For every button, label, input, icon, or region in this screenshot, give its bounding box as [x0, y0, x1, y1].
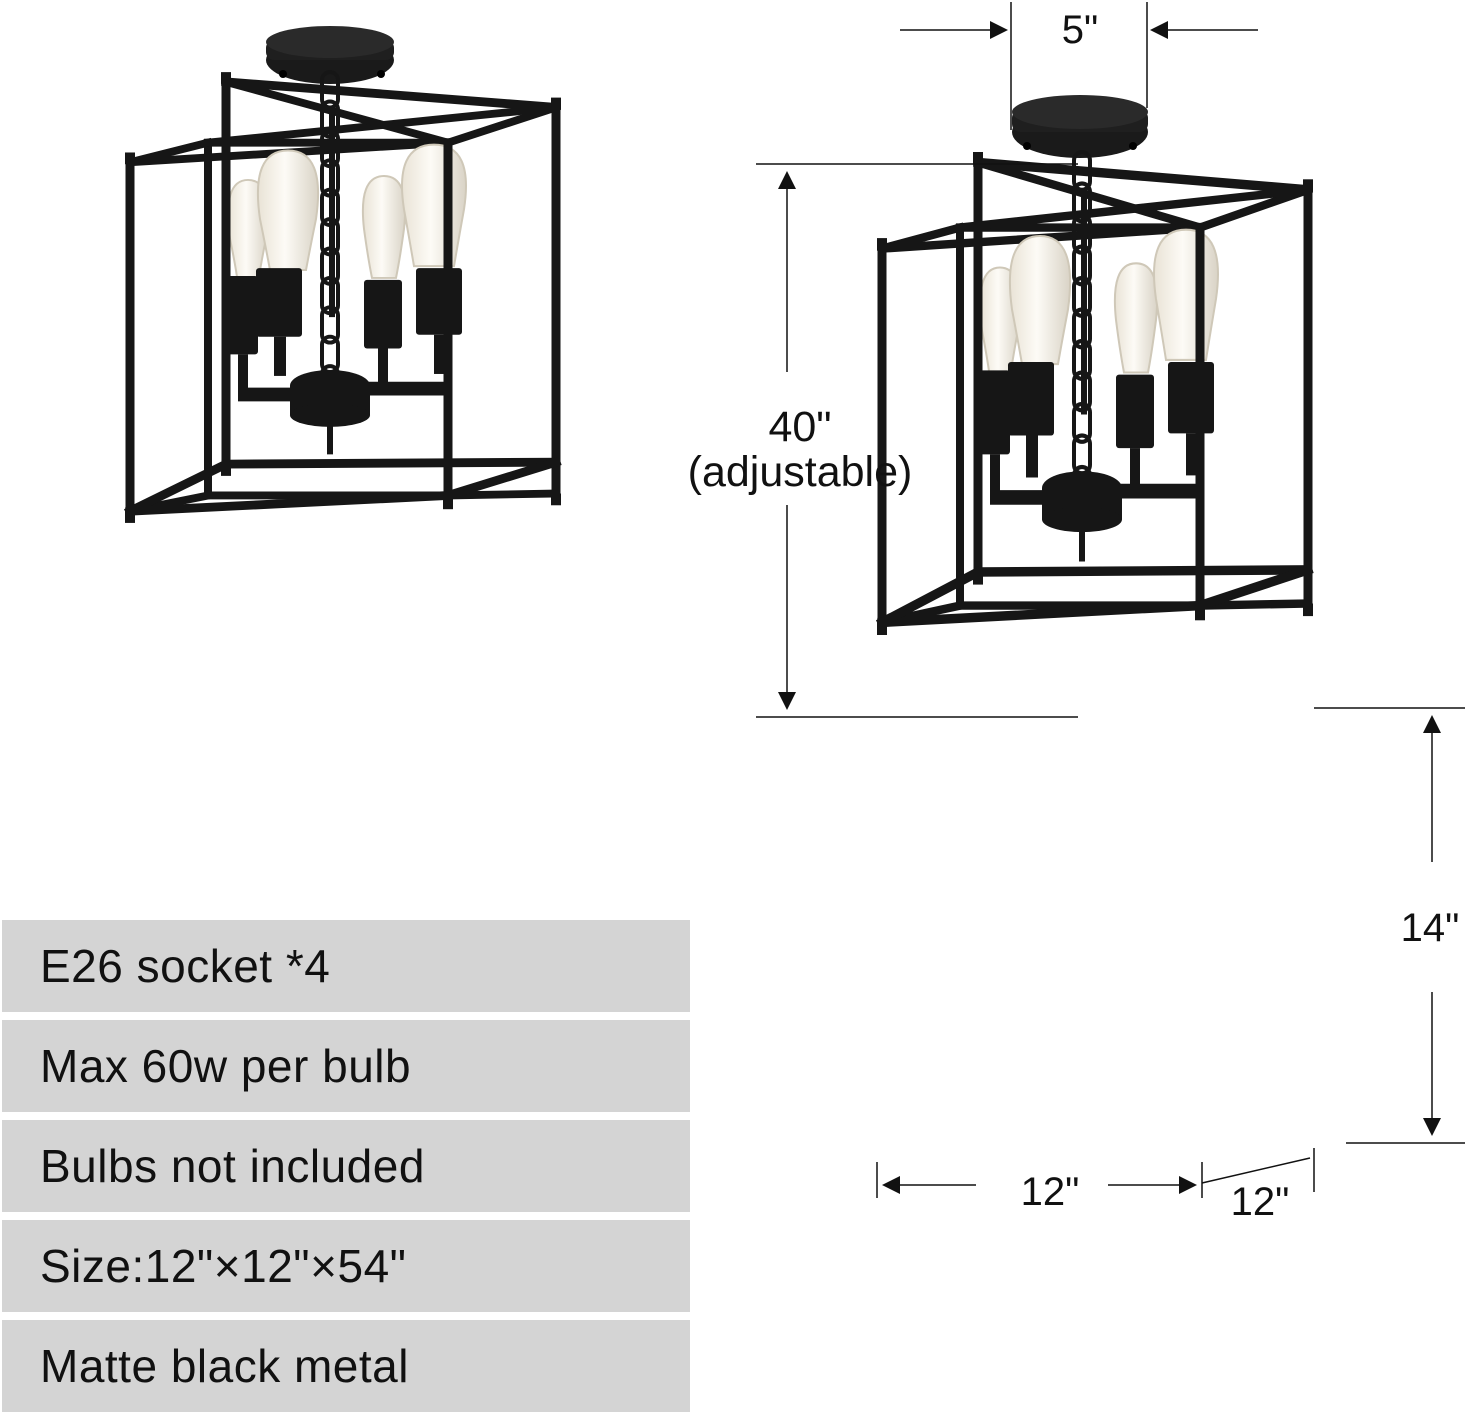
drop-length-value: 40"	[768, 403, 832, 451]
cage-height-label: 14"	[1400, 906, 1460, 950]
spec-bulbs: Bulbs not included	[2, 1120, 690, 1212]
cage-width-label: 12"	[1020, 1170, 1080, 1214]
pendant-light-front-view	[125, 26, 561, 523]
drop-length-label: 40" (adjustable)	[640, 403, 960, 497]
dimension-lines	[756, 2, 1465, 1198]
spec-material: Matte black metal	[2, 1320, 690, 1412]
spec-wattage: Max 60w per bulb	[2, 1020, 690, 1112]
pendant-light-dimension-view	[877, 95, 1313, 635]
spec-sockets: E26 socket *4	[2, 920, 690, 1012]
canopy-width-label: 5"	[1061, 8, 1099, 52]
drop-length-note: (adjustable)	[687, 448, 913, 497]
spec-size: Size:12"×12"×54"	[2, 1220, 690, 1312]
spec-list: E26 socket *4 Max 60w per bulb Bulbs not…	[2, 920, 690, 1420]
cage-depth-label: 12"	[1230, 1180, 1290, 1224]
